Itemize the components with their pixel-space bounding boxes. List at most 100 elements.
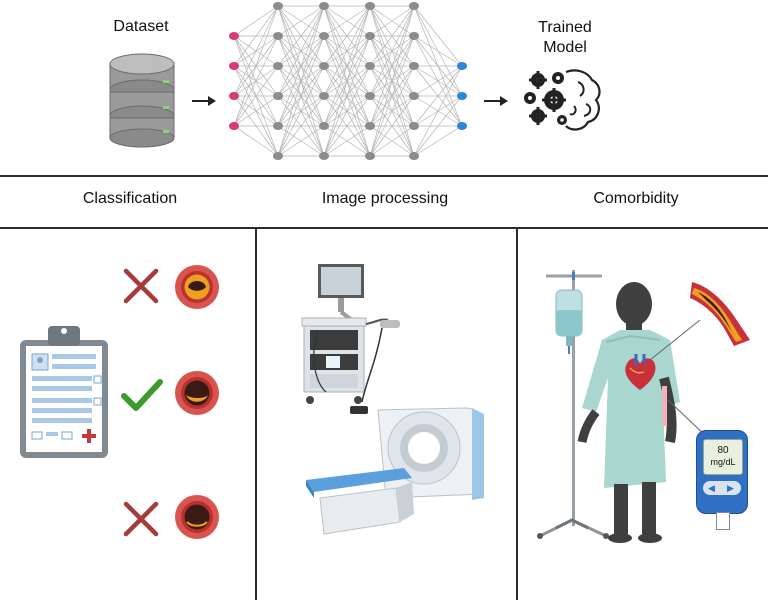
nn-hidden-node (319, 152, 329, 160)
classification-heading: Classification (82, 190, 178, 207)
nn-edge (277, 5, 325, 97)
nn-hidden-node (409, 152, 419, 160)
nn-hidden-node (365, 92, 375, 100)
nn-hidden-node (319, 62, 329, 70)
glucose-meter: 80 mg/dL ◀ ▶ (696, 430, 748, 514)
nn-hidden-node (365, 122, 375, 130)
test-strip (716, 512, 730, 530)
nn-edge (277, 125, 325, 157)
nn-edge (323, 95, 371, 157)
nn-edge (277, 5, 325, 157)
arrow-icon-1 (192, 96, 216, 106)
nn-edge (233, 65, 279, 127)
nn-edge (413, 125, 463, 157)
nn-input-node (229, 32, 239, 40)
nn-edge (277, 5, 325, 127)
divider-top (0, 175, 768, 177)
nn-edge (369, 95, 415, 157)
glucose-meter-screen: 80 mg/dL (703, 439, 743, 475)
nn-edge (233, 5, 279, 37)
nn-output-node (457, 62, 467, 70)
nn-edge (369, 5, 415, 127)
artery-cross-section-icon-2 (175, 371, 219, 415)
nn-edge (323, 5, 371, 37)
nn-hidden-node (273, 62, 283, 70)
nn-hidden-node (273, 122, 283, 130)
nn-edge (233, 5, 279, 67)
nn-edge (369, 65, 415, 157)
nn-hidden-node (409, 32, 419, 40)
nn-edge (413, 5, 463, 67)
nn-edge (369, 5, 415, 37)
nn-output-node (457, 122, 467, 130)
brain-gears-icon (524, 69, 601, 131)
nn-edge (233, 5, 279, 127)
nn-edge (277, 5, 325, 67)
nn-edge (413, 65, 463, 127)
left-arrow-icon: ◀ (708, 483, 715, 493)
nn-edge (323, 5, 371, 67)
heart-icon (625, 354, 656, 390)
nn-edge (369, 35, 415, 157)
nn-edge (277, 35, 325, 157)
nn-edge (413, 65, 463, 97)
nn-edge (369, 125, 415, 157)
nn-hidden-node (273, 92, 283, 100)
check-icon (121, 379, 163, 411)
nn-hidden-node (273, 152, 283, 160)
nn-input-node (229, 62, 239, 70)
nn-edge (323, 5, 371, 127)
cross-icon-2 (123, 501, 159, 537)
arrow-icon-2 (484, 96, 508, 106)
nn-hidden-node (409, 62, 419, 70)
glucose-value: 80 (717, 445, 729, 456)
image-processing-heading: Image processing (321, 190, 449, 207)
right-arrow-icon: ▶ (727, 483, 734, 493)
trained-model-label: Trained Model (538, 19, 592, 56)
database-icon (109, 53, 175, 148)
comorbidity-heading: Comorbidity (593, 190, 679, 207)
nn-hidden-node (365, 152, 375, 160)
nn-hidden-node (319, 2, 329, 10)
nn-edge (233, 125, 279, 157)
nn-edge (323, 65, 371, 157)
artery-cross-section-icon-1 (175, 265, 219, 309)
nn-hidden-node (319, 92, 329, 100)
iv-stand-icon (537, 270, 609, 539)
nn-output-node (457, 92, 467, 100)
nn-edge (233, 35, 279, 127)
nn-edge (413, 35, 463, 67)
nn-hidden-node (365, 2, 375, 10)
patient-icon (577, 282, 680, 543)
nn-edge (323, 125, 371, 157)
divider-headers (0, 227, 768, 229)
nn-edge (277, 65, 325, 157)
neural-network-diagram (229, 2, 467, 160)
nn-hidden-node (319, 32, 329, 40)
nn-edge (413, 95, 463, 157)
nn-hidden-node (409, 2, 419, 10)
clipboard-icon (20, 326, 108, 458)
nn-edge (413, 65, 463, 157)
nn-hidden-node (409, 122, 419, 130)
medical-cart-icon (301, 264, 400, 414)
nn-hidden-node (319, 122, 329, 130)
cross-icon-1 (123, 268, 159, 304)
dataset-label: Dataset (113, 18, 169, 35)
nn-edge (323, 35, 371, 157)
ct-scanner-icon (306, 407, 484, 535)
artery-cross-section-icon-3 (175, 495, 219, 539)
nn-hidden-node (365, 62, 375, 70)
nn-edge (369, 5, 415, 67)
nn-edge (233, 5, 279, 97)
nn-edge (369, 5, 415, 97)
nn-edge (277, 95, 325, 157)
nn-edge (323, 5, 371, 97)
nn-hidden-node (273, 2, 283, 10)
nn-hidden-node (409, 92, 419, 100)
nn-input-node (229, 92, 239, 100)
nn-edge (277, 5, 325, 37)
glucose-meter-buttons (703, 481, 741, 495)
glucose-unit: mg/dL (710, 457, 736, 467)
nn-input-node (229, 122, 239, 130)
